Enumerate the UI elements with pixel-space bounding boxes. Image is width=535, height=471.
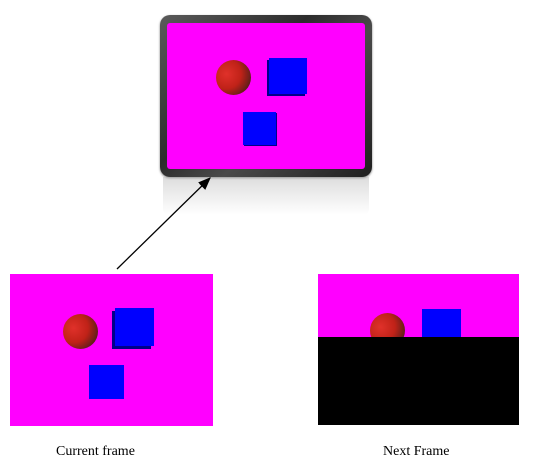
next-sphere-icon xyxy=(370,313,405,337)
arrow-line xyxy=(116,177,211,270)
display-cube-icon xyxy=(269,58,307,94)
current-cube-icon xyxy=(89,365,124,399)
current-cube-icon xyxy=(115,308,154,346)
display-screen xyxy=(167,23,365,169)
next-frame-label: Next Frame xyxy=(383,444,450,459)
display-frame xyxy=(160,15,372,177)
current-sphere-icon xyxy=(63,314,98,349)
next-frame-panel xyxy=(318,274,519,425)
next-frame-rendered-area xyxy=(318,274,519,337)
current-frame-panel xyxy=(10,274,213,426)
display-reflection xyxy=(163,177,369,215)
display-cube-icon xyxy=(243,112,276,145)
current-frame-label: Current frame xyxy=(56,444,135,459)
next-cube-icon xyxy=(422,309,461,337)
display-sphere-icon xyxy=(216,60,251,95)
